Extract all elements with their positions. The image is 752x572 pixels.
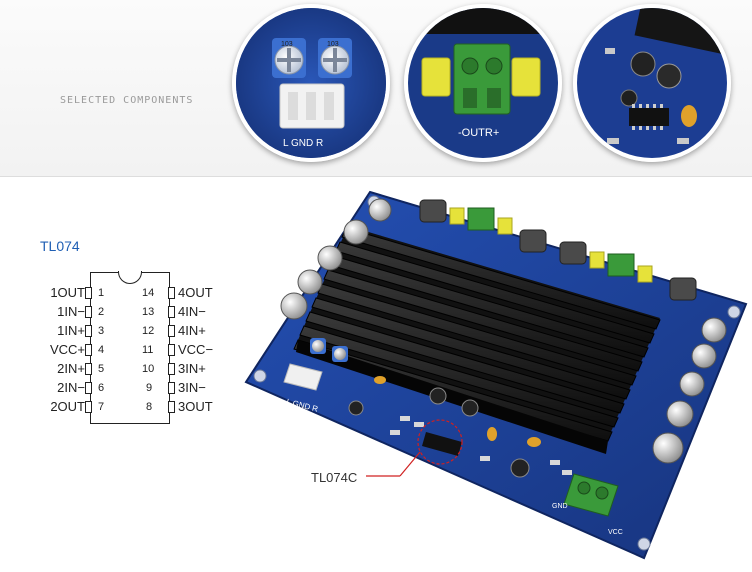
pin-num-13: 13: [142, 306, 155, 318]
chip-pinout-diagram: 1OUT 1 1IN− 2 1IN+ 3 VCC+ 4 2IN+ 5 2IN− …: [30, 268, 230, 428]
pin-label-5: 2IN+: [57, 361, 85, 376]
detail-opamp-area: [573, 4, 731, 162]
pin-5: [85, 363, 92, 375]
pin-label-4: VCC+: [49, 342, 85, 357]
pin-label-11: VCC−: [178, 342, 214, 357]
pin-3: [85, 325, 92, 337]
pot-mark-right: 103: [327, 41, 339, 48]
selected-components-label: SELECTED COMPONENTS: [60, 95, 194, 106]
pin-label-13: 4IN−: [178, 304, 206, 319]
pin-12: [168, 325, 175, 337]
pin-1: [85, 287, 92, 299]
pin-label-9: 3IN−: [178, 380, 206, 395]
pin-10: [168, 363, 175, 375]
pin-7: [85, 401, 92, 413]
pin-label-1: 1OUT: [50, 285, 85, 300]
chip-title: TL074: [40, 238, 80, 254]
pin-label-12: 4IN+: [178, 323, 206, 338]
detail-input-connector: 103 103 L GND R: [232, 4, 390, 162]
pin-label-7: 2OUT: [50, 399, 85, 414]
chip-highlight-circle: [417, 419, 463, 465]
pin-13: [168, 306, 175, 318]
pin-label-2: 1IN−: [57, 304, 85, 319]
pin-9: [168, 382, 175, 394]
callout-line: [399, 451, 421, 477]
pin-8: [168, 401, 175, 413]
pin-num-14: 14: [142, 287, 155, 299]
detail-opamp-area-photo: [577, 8, 727, 158]
output-terminal-label: -OUTR+: [458, 127, 499, 139]
tl074-chip: [422, 432, 462, 456]
pin-num-2: 2: [98, 306, 105, 318]
detail-output-terminal-photo: -OUTR+: [408, 8, 558, 158]
tl074c-callout-label: TL074C: [311, 470, 358, 485]
power-label-gnd: GND: [552, 503, 568, 510]
pin-label-10: 3IN+: [178, 361, 206, 376]
pin-label-3: 1IN+: [57, 323, 85, 338]
power-label-vcc: VCC: [608, 529, 623, 536]
pin-num-7: 7: [98, 401, 105, 413]
amplifier-board: L GND R GND VCC: [240, 186, 752, 567]
pin-num-5: 5: [98, 363, 105, 375]
pin-4: [85, 344, 92, 356]
pin-14: [168, 287, 175, 299]
pin-num-9: 9: [146, 382, 153, 394]
pin-label-6: 2IN−: [57, 380, 85, 395]
pin-11: [168, 344, 175, 356]
pin-num-3: 3: [98, 325, 105, 337]
detail-output-terminal: -OUTR+: [404, 4, 562, 162]
input-pin-labels: L GND R: [283, 138, 323, 149]
pin-num-10: 10: [142, 363, 155, 375]
pin-num-8: 8: [146, 401, 153, 413]
pin-2: [85, 306, 92, 318]
pin-num-1: 1: [98, 287, 105, 299]
amplifier-board-photo: L GND R GND VCC: [244, 190, 748, 560]
detail-input-connector-photo: 103 103 L GND R: [236, 8, 386, 158]
pin-num-12: 12: [142, 325, 155, 337]
pin-num-11: 11: [142, 344, 154, 356]
pin-label-14: 4OUT: [178, 285, 213, 300]
pin-num-6: 6: [98, 382, 105, 394]
pin-6: [85, 382, 92, 394]
heatsink: [293, 226, 661, 454]
pin-label-8: 3OUT: [178, 399, 213, 414]
pin-num-4: 4: [98, 344, 105, 356]
pot-mark-left: 103: [281, 41, 293, 48]
selected-components-strip: SELECTED COMPONENTS: [0, 0, 752, 177]
